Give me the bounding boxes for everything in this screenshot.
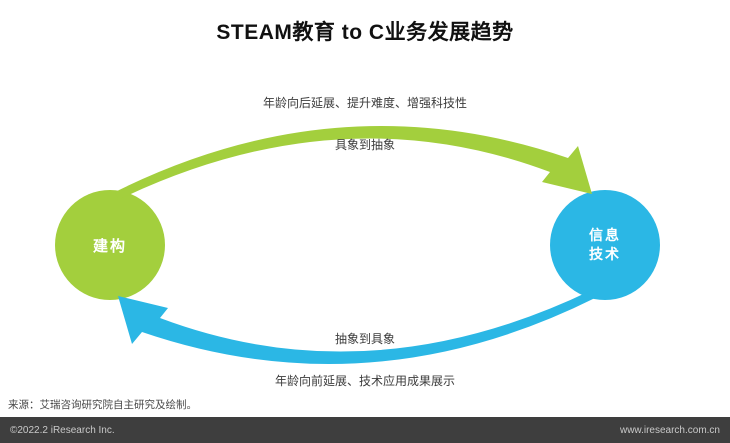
- bottom-arrow-label: 抽象到具象: [334, 332, 395, 346]
- top-arrow-label: 具象到抽象: [334, 138, 395, 152]
- copyright-text: ©2022.2 iResearch Inc.: [10, 424, 115, 436]
- website-url: www.iresearch.com.cn: [619, 424, 720, 436]
- top-annotation: 年龄向后延展、提升难度、增强科技性: [262, 96, 467, 110]
- right-node-circle: [550, 190, 660, 300]
- source-note: 来源：艾瑞咨询研究院自主研究及绘制。: [8, 399, 197, 411]
- page-title: STEAM教育 to C业务发展趋势: [216, 21, 514, 44]
- bottom-arrow: [118, 290, 595, 365]
- top-arrow: [115, 125, 592, 200]
- footer-bar: ©2022.2 iResearch Inc. www.iresearch.com…: [0, 417, 730, 443]
- bottom-annotation: 年龄向前延展、技术应用成果展示: [274, 374, 455, 388]
- left-node-circle: [55, 190, 165, 300]
